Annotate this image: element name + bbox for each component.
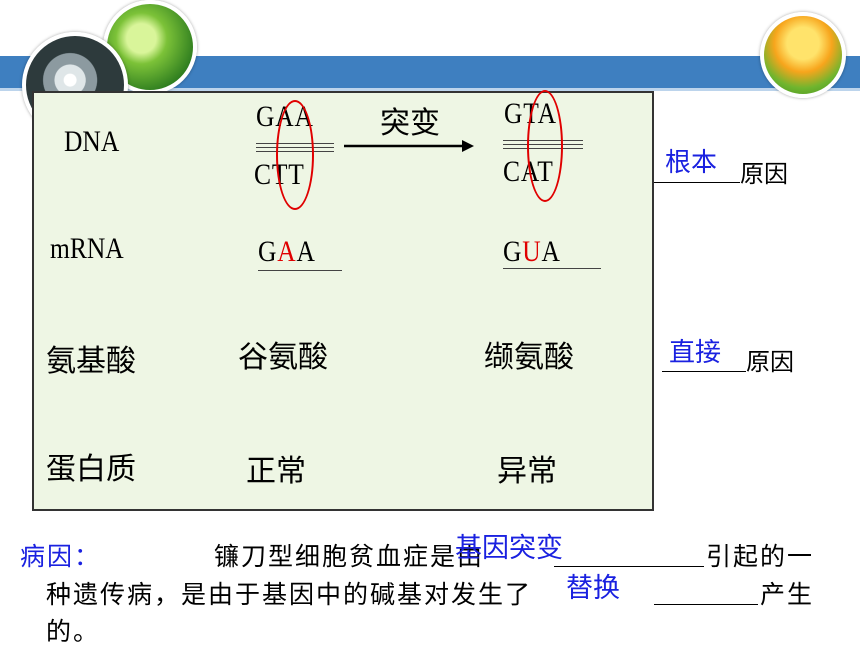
- normal-mrna-sequence: GAA: [258, 235, 316, 269]
- mutant-mrna-sequence: GUA: [503, 235, 561, 269]
- normal-mrna-mutated-base: A: [277, 235, 297, 268]
- cause-line1-suffix: 引起的一: [706, 542, 815, 571]
- cause-line1-blank: [554, 566, 704, 567]
- row-label-dna: DNA: [64, 125, 120, 158]
- mutant-mrna-mutated-base: U: [522, 235, 542, 268]
- mutant-mrna-base: G: [503, 235, 523, 268]
- cause-line1-prefix: 镰刀型细胞贫血症是由: [214, 542, 485, 571]
- direct-cause-suffix: 原因: [746, 348, 794, 376]
- mutant-amino-acid: 缬氨酸: [484, 340, 574, 375]
- cause-label: 病因：: [20, 542, 102, 571]
- row-label-mrna: mRNA: [50, 232, 124, 265]
- cause-line2-answer: 替换: [566, 573, 620, 604]
- cause-line2-suffix: 产生: [760, 580, 815, 609]
- row-label-amino-acid: 氨基酸: [46, 344, 136, 379]
- normal-mrna-base: G: [258, 235, 278, 268]
- mutation-arrow-icon: [344, 140, 474, 152]
- root-cause-blank: [654, 182, 740, 183]
- cause-line2-blank: [654, 604, 758, 605]
- flower-photo-circle: [760, 12, 846, 98]
- row-label-protein: 蛋白质: [46, 452, 136, 487]
- normal-mutation-site-oval: [276, 100, 314, 210]
- cause-line2-prefix: 种遗传病，是由于基因中的碱基对发生了: [46, 580, 533, 609]
- normal-mrna-base: A: [296, 235, 316, 268]
- mutation-arrow-label: 突变: [380, 106, 440, 141]
- mutant-mrna-base: A: [541, 235, 561, 268]
- cause-line1-answer: 基因突变: [455, 533, 563, 564]
- mutant-mutation-site-oval: [527, 90, 563, 202]
- direct-cause-blank: [662, 371, 746, 372]
- direct-cause-answer: 直接: [669, 338, 722, 368]
- root-cause-suffix: 原因: [740, 160, 788, 188]
- cause-line3: 的。: [46, 617, 101, 646]
- header-band-line: [0, 88, 860, 91]
- mutant-protein-status: 异常: [497, 454, 557, 489]
- normal-protein-status: 正常: [246, 454, 306, 489]
- mutant-mrna-underline: [503, 268, 601, 269]
- normal-amino-acid: 谷氨酸: [238, 340, 328, 375]
- normal-mrna-underline: [258, 270, 342, 271]
- root-cause-answer: 根本: [665, 148, 718, 178]
